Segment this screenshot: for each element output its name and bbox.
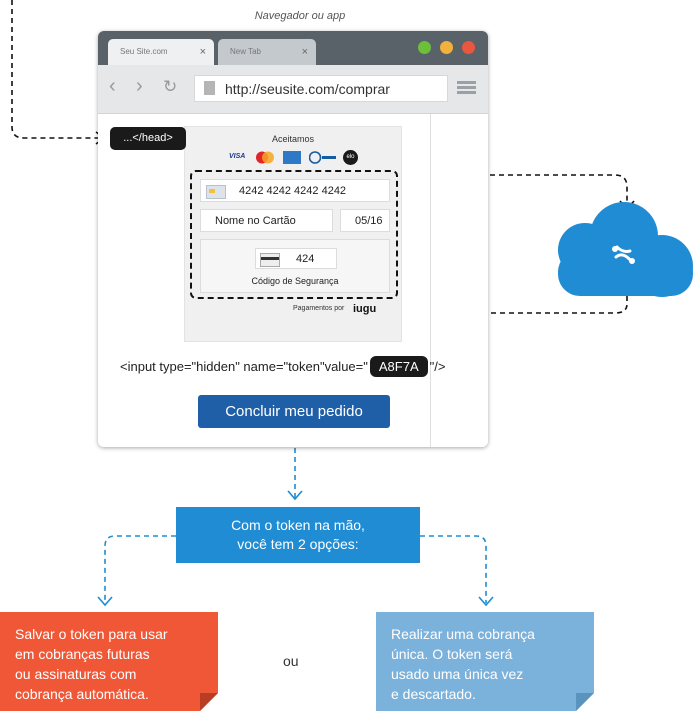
- page-content: Aceitamos VISA elo 4242 4242 4242 4242: [98, 114, 488, 447]
- cvv-label: Código de Segurança: [251, 276, 339, 286]
- option-line: em cobranças futuras: [15, 646, 150, 662]
- page-icon: [204, 81, 215, 95]
- token-box-line: Com o token na mão,: [231, 517, 365, 533]
- tab-close-icon[interactable]: ×: [199, 46, 206, 58]
- tab-new-tab[interactable]: New Tab ×: [218, 39, 316, 65]
- cvv-value: 424: [296, 253, 315, 265]
- tab-label: New Tab: [230, 47, 261, 56]
- head-tag-label: ...</head>: [110, 127, 186, 150]
- cloud-icon: [558, 202, 693, 297]
- blue-box-corner: [576, 693, 594, 711]
- address-bar[interactable]: http://seusite.com/comprar: [194, 75, 448, 102]
- expiry-value: 05/16: [355, 215, 383, 227]
- option-save-token: Salvar o token para usar em cobranças fu…: [0, 612, 218, 711]
- window-zoom-button[interactable]: [418, 41, 431, 54]
- token-box-line: você tem 2 opções:: [237, 536, 359, 552]
- mastercard-icon: [255, 151, 275, 164]
- option-line: Salvar o token para usar: [15, 626, 168, 642]
- or-label: ou: [283, 653, 299, 669]
- token-value: A8F7A: [369, 356, 428, 377]
- option-line: usado uma única vez: [391, 666, 524, 682]
- browser-window: Seu Site.com × New Tab × ‹ › ↻ http://se…: [98, 31, 488, 447]
- cvv-field[interactable]: 424: [255, 248, 337, 269]
- hidden-input-code: <input type="hidden" name="token"value="…: [120, 356, 445, 377]
- token-options-box: Com o token na mão, você tem 2 opções:: [176, 507, 420, 563]
- card-brands: VISA elo: [229, 150, 361, 165]
- card-name-field[interactable]: Nome no Cartão: [200, 209, 333, 232]
- connector-to-option-red: [104, 535, 176, 603]
- card-number-field[interactable]: 4242 4242 4242 4242: [200, 179, 390, 202]
- diners-icon: [308, 151, 337, 164]
- accepted-label: Aceitamos: [271, 134, 315, 144]
- hidden-input-suffix: "/>: [429, 359, 446, 374]
- hidden-input-prefix: <input type="hidden" name="token"value=": [120, 359, 368, 374]
- card-number-value: 4242 4242 4242 4242: [239, 185, 347, 197]
- connector-to-head: [11, 0, 102, 139]
- payments-by-label: Pagamentos por: [293, 305, 345, 312]
- back-icon[interactable]: ‹: [109, 75, 116, 97]
- tab-seu-site[interactable]: Seu Site.com ×: [108, 39, 214, 65]
- tab-close-icon[interactable]: ×: [301, 46, 308, 58]
- address-url: http://seusite.com/comprar: [225, 81, 390, 97]
- submit-order-button[interactable]: Concluir meu pedido: [198, 395, 390, 428]
- iugu-logo: iugu: [353, 303, 377, 315]
- reload-icon[interactable]: ↻: [163, 77, 178, 96]
- connector-to-cloud: [400, 174, 628, 208]
- credit-card-icon: [206, 185, 226, 199]
- forward-icon[interactable]: ›: [136, 75, 143, 97]
- menu-icon[interactable]: [457, 81, 476, 95]
- window-close-button[interactable]: [462, 41, 475, 54]
- card-fields-highlight: [190, 170, 398, 299]
- option-line: e descartado.: [391, 686, 476, 702]
- tab-label: Seu Site.com: [120, 47, 168, 56]
- option-line: Realizar uma cobrança: [391, 626, 535, 642]
- option-line: única. O token será: [391, 646, 513, 662]
- visa-icon: VISA: [229, 153, 246, 160]
- scrollbar-divider: [430, 114, 431, 447]
- amex-icon: [283, 151, 301, 164]
- connector-to-option-blue: [420, 535, 487, 603]
- tab-bar: Seu Site.com × New Tab ×: [98, 31, 488, 65]
- red-box-corner: [200, 693, 218, 711]
- elo-icon: elo: [343, 150, 358, 165]
- address-toolbar: ‹ › ↻ http://seusite.com/comprar: [98, 65, 488, 114]
- card-back-icon: [260, 253, 280, 267]
- caption-navegador: Navegador ou app: [254, 10, 346, 22]
- card-name-value: Nome no Cartão: [215, 215, 296, 227]
- cvv-block: 424 Código de Segurança: [200, 239, 390, 293]
- payment-form: Aceitamos VISA elo 4242 4242 4242 4242: [184, 126, 402, 342]
- window-minimize-button[interactable]: [440, 41, 453, 54]
- option-single-charge: Realizar uma cobrança única. O token ser…: [376, 612, 594, 711]
- option-line: cobrança automática.: [15, 686, 149, 702]
- expiry-field[interactable]: 05/16: [340, 209, 390, 232]
- option-line: ou assinaturas com: [15, 666, 137, 682]
